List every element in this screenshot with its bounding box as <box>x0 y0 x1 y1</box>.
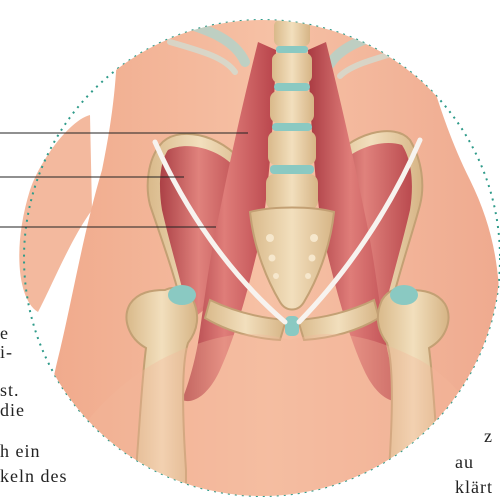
left-text-1: e <box>0 323 9 343</box>
right-text-2: au <box>455 452 474 472</box>
pubic-symphysis <box>285 316 299 336</box>
left-text-3: st. <box>0 380 20 400</box>
lumbar-vertebra-5 <box>266 174 318 210</box>
left-text-6: keln des <box>0 466 67 486</box>
intervertebral-disc-1 <box>276 46 308 53</box>
lumbar-vertebra-4 <box>268 131 316 165</box>
right-hip-joint <box>390 285 418 305</box>
intervertebral-disc-4 <box>270 165 314 174</box>
right-text-1: z <box>484 426 493 446</box>
left-text-5: h ein <box>0 441 41 461</box>
intervertebral-disc-3 <box>272 123 312 131</box>
left-hip-joint <box>168 285 196 305</box>
left-text-2: i- <box>0 342 13 362</box>
lumbar-vertebra-1 <box>274 20 310 46</box>
left-text-4: die <box>0 400 25 420</box>
lumbar-vertebra-3 <box>270 91 314 123</box>
right-text-3: klärt <box>455 477 493 497</box>
lumbar-vertebra-2 <box>272 53 312 83</box>
intervertebral-disc-2 <box>274 83 310 91</box>
